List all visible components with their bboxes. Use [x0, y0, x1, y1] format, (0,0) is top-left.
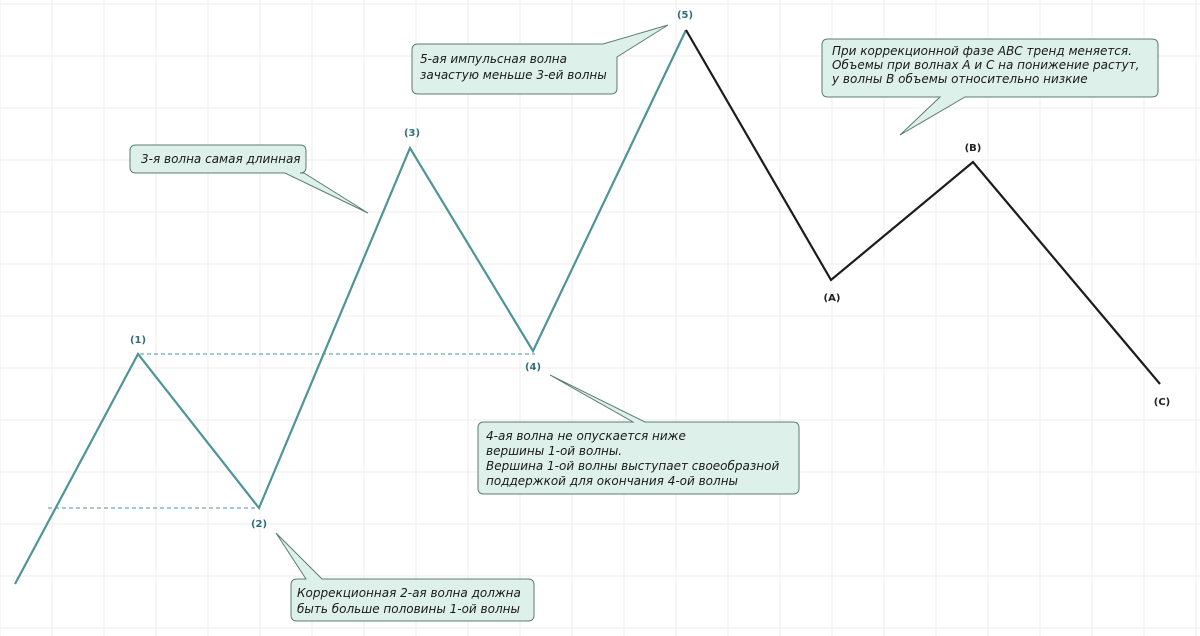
impulse-wave-line	[14, 29, 687, 585]
wave-2-label: (2)	[251, 519, 267, 530]
callout-wave-5-text: 5-ая импульсная волна зачастую меньше 3-е…	[420, 52, 607, 82]
wave-4-label: (4)	[525, 362, 541, 373]
callout-line: вершины 1-ой волны.	[486, 444, 622, 458]
callout-abc: При коррекционной фазе АВС тренд меняетс…	[821, 38, 1159, 136]
callout-wave-3-text: 3-я волна самая длинная	[141, 152, 301, 166]
callout-line: 5-ая импульсная волна	[420, 52, 567, 66]
callout-line: быть больше половины 1-ой волны	[297, 602, 520, 616]
callout-abc-box	[821, 38, 1159, 136]
wave-c-label: (C)	[1154, 397, 1170, 408]
callout-wave-4-box	[477, 374, 800, 495]
callout-wave-5: 5-ая импульсная волна зачастую меньше 3-е…	[411, 24, 669, 95]
callout-line: При коррекционной фазе АВС тренд меняетс…	[832, 44, 1132, 58]
callout-wave-3-box	[129, 144, 369, 214]
callout-abc-text: При коррекционной фазе АВС тренд меняетс…	[831, 44, 1140, 86]
callout-wave-5-box	[411, 24, 669, 95]
wave-3-label: (3)	[404, 128, 420, 139]
wave-1-label: (1)	[130, 335, 146, 346]
callout-line: Коррекционная 2-ая волна должна	[297, 586, 521, 600]
callout-line: у волны В объемы относительно низкие	[831, 72, 1088, 86]
callout-line: Вершина 1-ой волны выступает своеобразно…	[486, 459, 779, 473]
callout-line: Объемы при волнах А и С на понижение рас…	[832, 58, 1140, 72]
wave-a-label: (A)	[824, 293, 841, 304]
wave-b-label: (B)	[965, 143, 982, 154]
callout-wave-2-box	[275, 532, 535, 622]
callout-wave-3: 3-я волна самая длинная	[129, 144, 369, 214]
wave-5-label: (5)	[677, 10, 693, 21]
callout-line: зачастую меньше 3-ей волны	[420, 68, 607, 82]
callout-line: 4-ая волна не опускается ниже	[486, 429, 686, 443]
callout-line: поддержкой для окончания 4-ой волны	[486, 474, 738, 488]
corrective-wave-line	[685, 29, 1161, 385]
callout-line: 3-я волна самая длинная	[141, 152, 301, 166]
callout-wave-2-text: Коррекционная 2-ая волна должна быть боль…	[297, 586, 521, 616]
callout-wave-2: Коррекционная 2-ая волна должна быть боль…	[275, 532, 535, 622]
